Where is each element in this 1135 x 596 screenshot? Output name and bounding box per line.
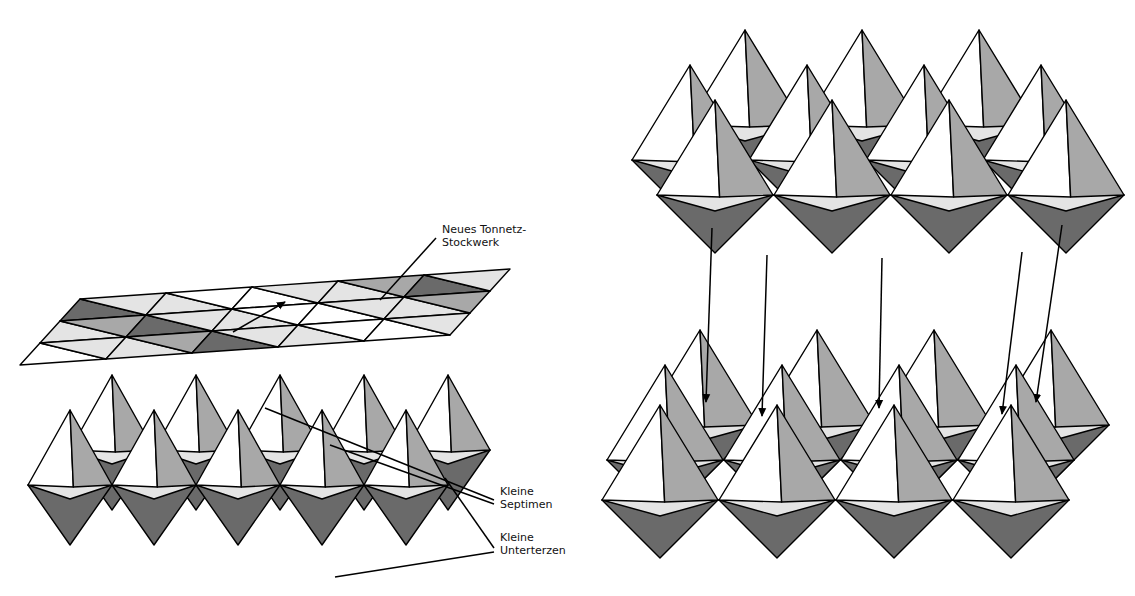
- octahedron-face: [953, 500, 1069, 558]
- octahedron-face: [836, 500, 952, 558]
- octahedron-face: [322, 410, 364, 487]
- octahedron-face: [280, 485, 364, 545]
- octahedron-face: [364, 485, 448, 545]
- octahedron-face: [817, 330, 875, 427]
- octahedron-face: [777, 405, 835, 502]
- octahedron-face: [1051, 330, 1109, 427]
- octahedron-face: [891, 195, 1007, 253]
- octahedron-face: [894, 405, 952, 502]
- annotation-label: Neues Tonnetz-Stockwerk: [440, 222, 544, 250]
- octahedron-face: [832, 100, 890, 197]
- annotation-label: Kleine Unterterzen: [498, 530, 582, 558]
- octahedron-face: [602, 405, 665, 502]
- octahedron-face: [715, 100, 773, 197]
- octahedron-face: [774, 195, 890, 253]
- octahedron-face: [112, 485, 196, 545]
- octahedron-face: [953, 405, 1016, 502]
- octahedron-face: [1008, 100, 1071, 197]
- octahedron-face: [280, 410, 325, 487]
- octahedron-face: [424, 269, 510, 291]
- octahedron-face: [196, 485, 280, 545]
- octahedron-face: [934, 330, 992, 427]
- octahedron-face: [1011, 405, 1069, 502]
- octahedron-face: [112, 410, 157, 487]
- octahedron-face: [238, 410, 280, 487]
- octahedron-face: [719, 405, 782, 502]
- octahedron-face: [949, 100, 1007, 197]
- octahedron-face: [657, 195, 773, 253]
- octahedron-face: [719, 500, 835, 558]
- octahedron-face: [602, 500, 718, 558]
- octahedron-face: [406, 410, 448, 487]
- octahedron-face: [28, 485, 112, 545]
- octahedron-face: [774, 100, 837, 197]
- octahedron-face: [70, 410, 112, 487]
- octahedron-face: [1066, 100, 1124, 197]
- octahedron-face: [891, 100, 954, 197]
- octahedron-face: [154, 410, 196, 487]
- octahedron-face: [364, 410, 409, 487]
- octahedron-face: [384, 313, 470, 335]
- octahedron-face: [28, 410, 73, 487]
- octahedron-face: [404, 291, 490, 313]
- octahedron-face: [660, 405, 718, 502]
- octahedron-face: [196, 410, 241, 487]
- octahedron-face: [657, 100, 720, 197]
- octahedron-face: [1008, 195, 1124, 253]
- octahedron-face: [448, 375, 490, 452]
- annotation-label: Kleine Septimen: [498, 484, 572, 512]
- octahedron-face: [836, 405, 899, 502]
